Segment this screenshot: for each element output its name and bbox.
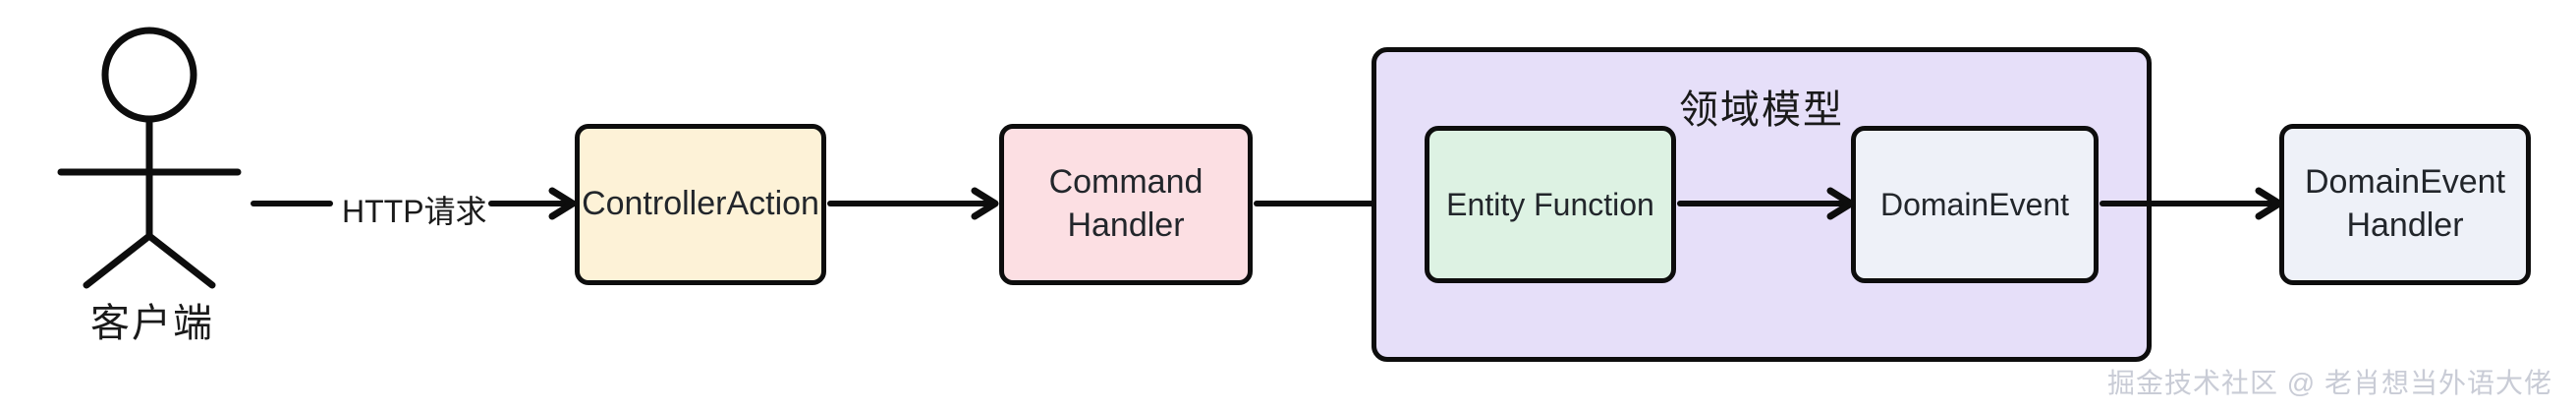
actor-label: 客户端 (90, 302, 214, 345)
node-domain-event[interactable]: DomainEvent (1851, 126, 2099, 283)
stick-figure-person-icon (57, 27, 242, 289)
edge-label-http-request: HTTP请求 (342, 194, 487, 229)
watermark: 掘金技术社区 @ 老肖想当外语大佬 (2107, 368, 2552, 398)
group-domain-model-title: 领域模型 (1679, 88, 1844, 132)
node-domain-event-label: DomainEvent (1879, 186, 2070, 222)
edge-actor-to-controller (251, 187, 577, 220)
node-command-handler-label: Command Handler (1049, 161, 1204, 247)
node-controller-action[interactable]: ControllerAction (575, 124, 826, 285)
edge-domainevent-to-handler (2100, 187, 2283, 220)
node-domain-event-handler-line2: Handler (2346, 206, 2464, 244)
node-domain-event-handler-label: DomainEvent Handler (2305, 161, 2505, 247)
node-command-handler-line1: Command (1048, 163, 1204, 202)
edge-controller-to-command (827, 187, 999, 220)
node-domain-event-handler-line1: DomainEvent (2304, 163, 2506, 202)
node-command-handler-line2: Handler (1067, 206, 1185, 244)
node-controller-action-label: ControllerAction (582, 185, 819, 223)
node-entity-function-label: Entity Function (1446, 186, 1654, 222)
edge-entity-to-domainevent (1677, 187, 1855, 220)
node-command-handler[interactable]: Command Handler (999, 124, 1253, 285)
actor-client: 客户端 (0, 0, 305, 411)
node-entity-function[interactable]: Entity Function (1425, 126, 1676, 283)
node-domain-event-handler[interactable]: DomainEvent Handler (2279, 124, 2531, 285)
